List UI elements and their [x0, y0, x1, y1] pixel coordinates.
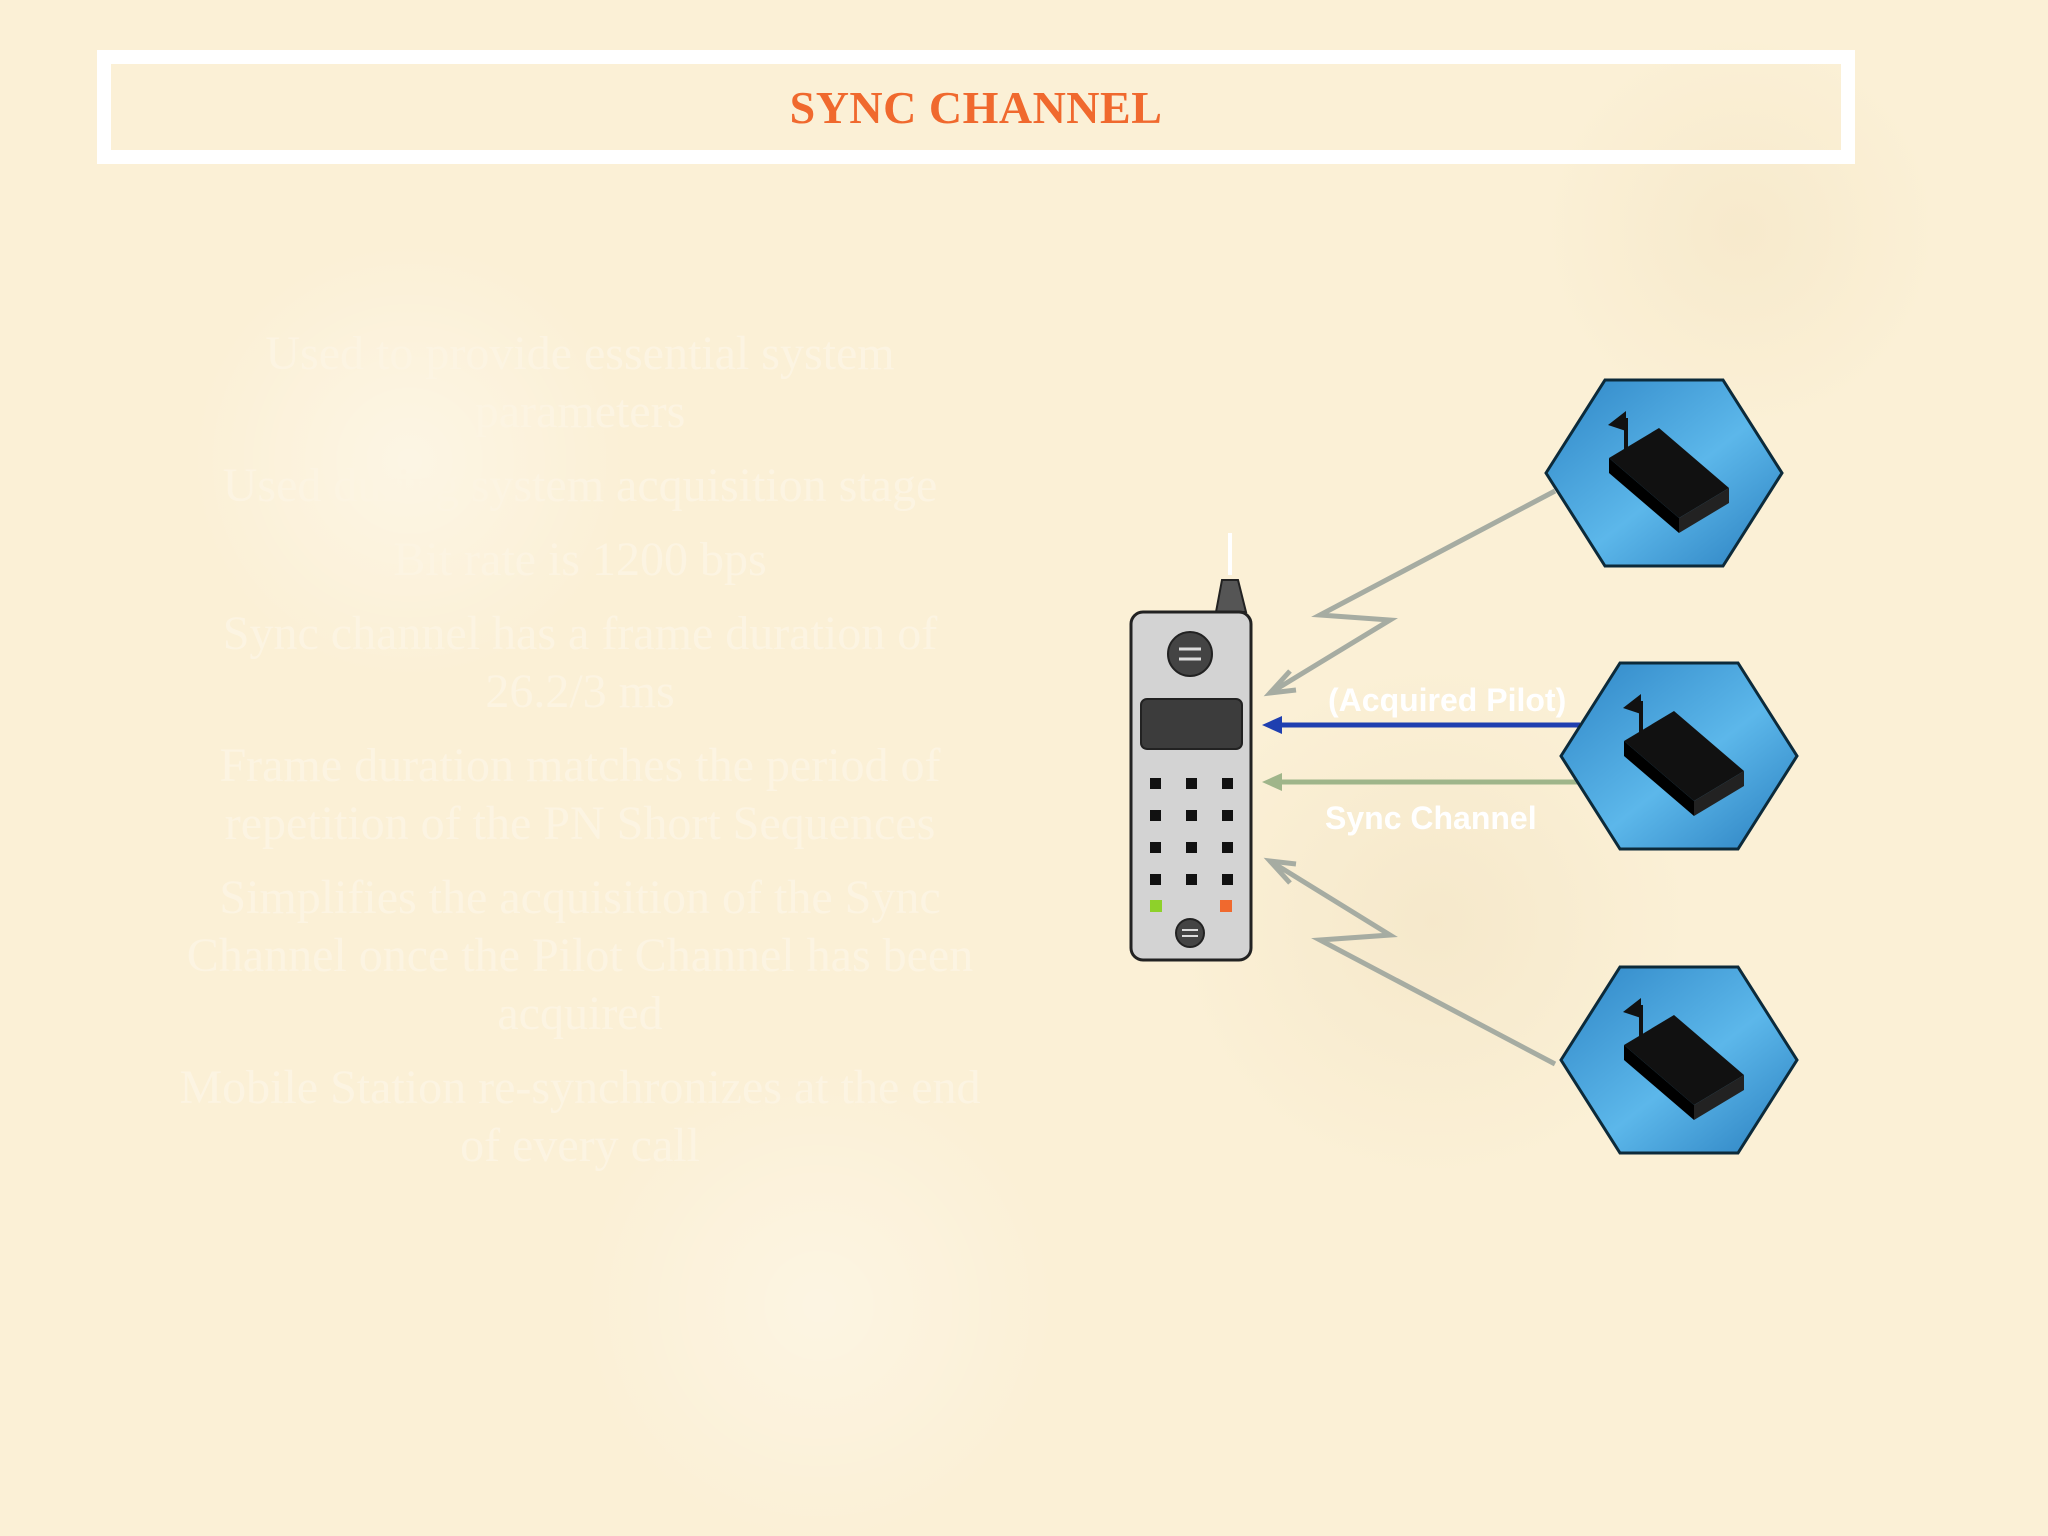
mobile-phone-icon [1129, 533, 1253, 962]
bullet-list: Used to provide essential system paramet… [160, 325, 1000, 1191]
pilot-arrowhead [1262, 716, 1282, 734]
signal-zigzag-top [1268, 488, 1557, 696]
base-station-icon [1544, 378, 1784, 568]
title-frame: SYNC CHANNEL [97, 50, 1855, 164]
bullet-item: Used to provide essential system paramet… [265, 327, 895, 438]
sync-channel-label: Sync Channel [1325, 800, 1537, 836]
base-station-icon [1559, 965, 1799, 1155]
acquired-pilot-label: (Acquired Pilot) [1328, 682, 1566, 718]
sync-arrowhead [1262, 773, 1282, 791]
signal-zigzag-bottom [1268, 858, 1557, 1067]
bullet-item: Bit rate is 1200 bps [393, 533, 767, 586]
base-station-icon [1559, 661, 1799, 851]
bullet-item: Used during system acquisition stage [222, 459, 938, 512]
bullet-item: Simplifies the acquisition of the Sync C… [186, 871, 974, 1040]
arrowhead-bottom [1263, 857, 1297, 885]
arrowhead-top [1263, 669, 1297, 697]
bullet-item: Mobile Station re-synchronizes at the en… [179, 1061, 981, 1172]
bullet-item: Frame duration matches the period of rep… [219, 739, 941, 850]
bullet-item: Sync channel has a frame duration of 26.… [222, 607, 938, 718]
slide-title: SYNC CHANNEL [789, 81, 1163, 133]
